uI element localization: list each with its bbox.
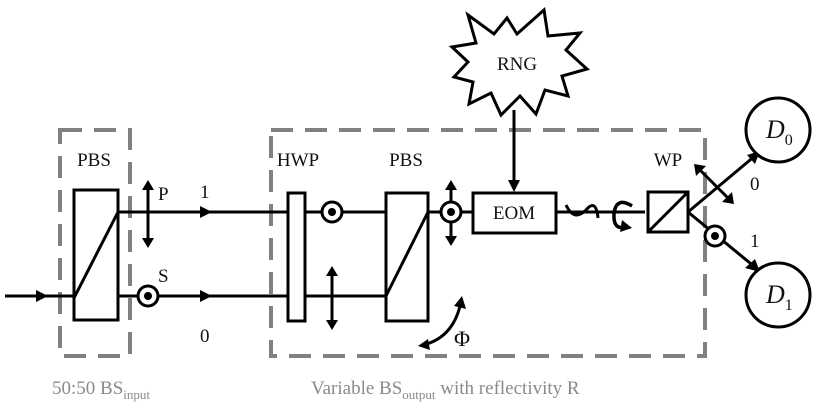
output-1-label: 1 [750,231,760,252]
phi-arrow-head-top [454,296,466,309]
combined-arrow-head-up [445,180,457,190]
lower-arrow-head-down [326,320,338,330]
input-pbs-diagonal [72,211,120,299]
wollaston-prism-diagonal [646,190,690,234]
phi-label: Φ [454,326,470,351]
lower-arrow-head-up [326,266,338,276]
output-pbs-diagonal [384,211,430,297]
upper-beam-arrow [200,206,212,218]
p-arrow-head-down [142,238,154,248]
circular-polarization-left [564,204,600,219]
output-1-polarization-dot-center [711,232,719,240]
eom-label: EOM [493,203,535,224]
lower-beam-arrow [200,290,212,302]
output-0-polarization-arrow [696,166,732,202]
s-polarization-dot-center [144,292,152,300]
output-0-arrow-head-b [722,192,734,204]
circular-arrowhead [620,220,632,232]
p-label: P [158,184,169,205]
detector-d0-label: D0 [765,115,793,149]
rng-to-eom-arrowhead [508,180,520,192]
detector-d1-label: D1 [765,280,793,314]
input-pbs-label: PBS [77,150,111,171]
detector-d1 [744,261,812,329]
input-caption: 50:50 BSinput [52,378,150,402]
output-beam-0 [687,153,757,214]
detector-d0 [744,96,812,164]
output-pbs-label: PBS [389,150,423,171]
half-wave-plate [286,191,307,323]
combined-polarization-dot-center [447,208,455,216]
phi-arrow-head-bottom [418,339,430,350]
s-label: S [158,266,169,287]
output-caption: Variable BSoutput with reflectivity R [311,378,580,402]
p-arrow-head-up [142,180,154,190]
rng-starburst [448,7,591,118]
upper-path-label: 1 [200,182,210,203]
circular-polarization-right [612,200,633,230]
upper-polarization-dot-center [328,208,336,216]
hwp-label: HWP [277,150,319,171]
combined-arrow-head-down [445,236,457,246]
output-beam-1-arrowhead [745,259,760,272]
eom [471,191,558,235]
wp-label: WP [654,150,683,171]
output-0-label: 0 [750,174,760,195]
input-beam-arrow [36,290,48,302]
rng-label: RNG [497,54,537,75]
output-beamsplitter-box [269,128,707,358]
output-0-arrow-head-a [694,164,706,176]
lower-path-label: 0 [200,326,210,347]
input-beamsplitter-box [58,128,132,358]
